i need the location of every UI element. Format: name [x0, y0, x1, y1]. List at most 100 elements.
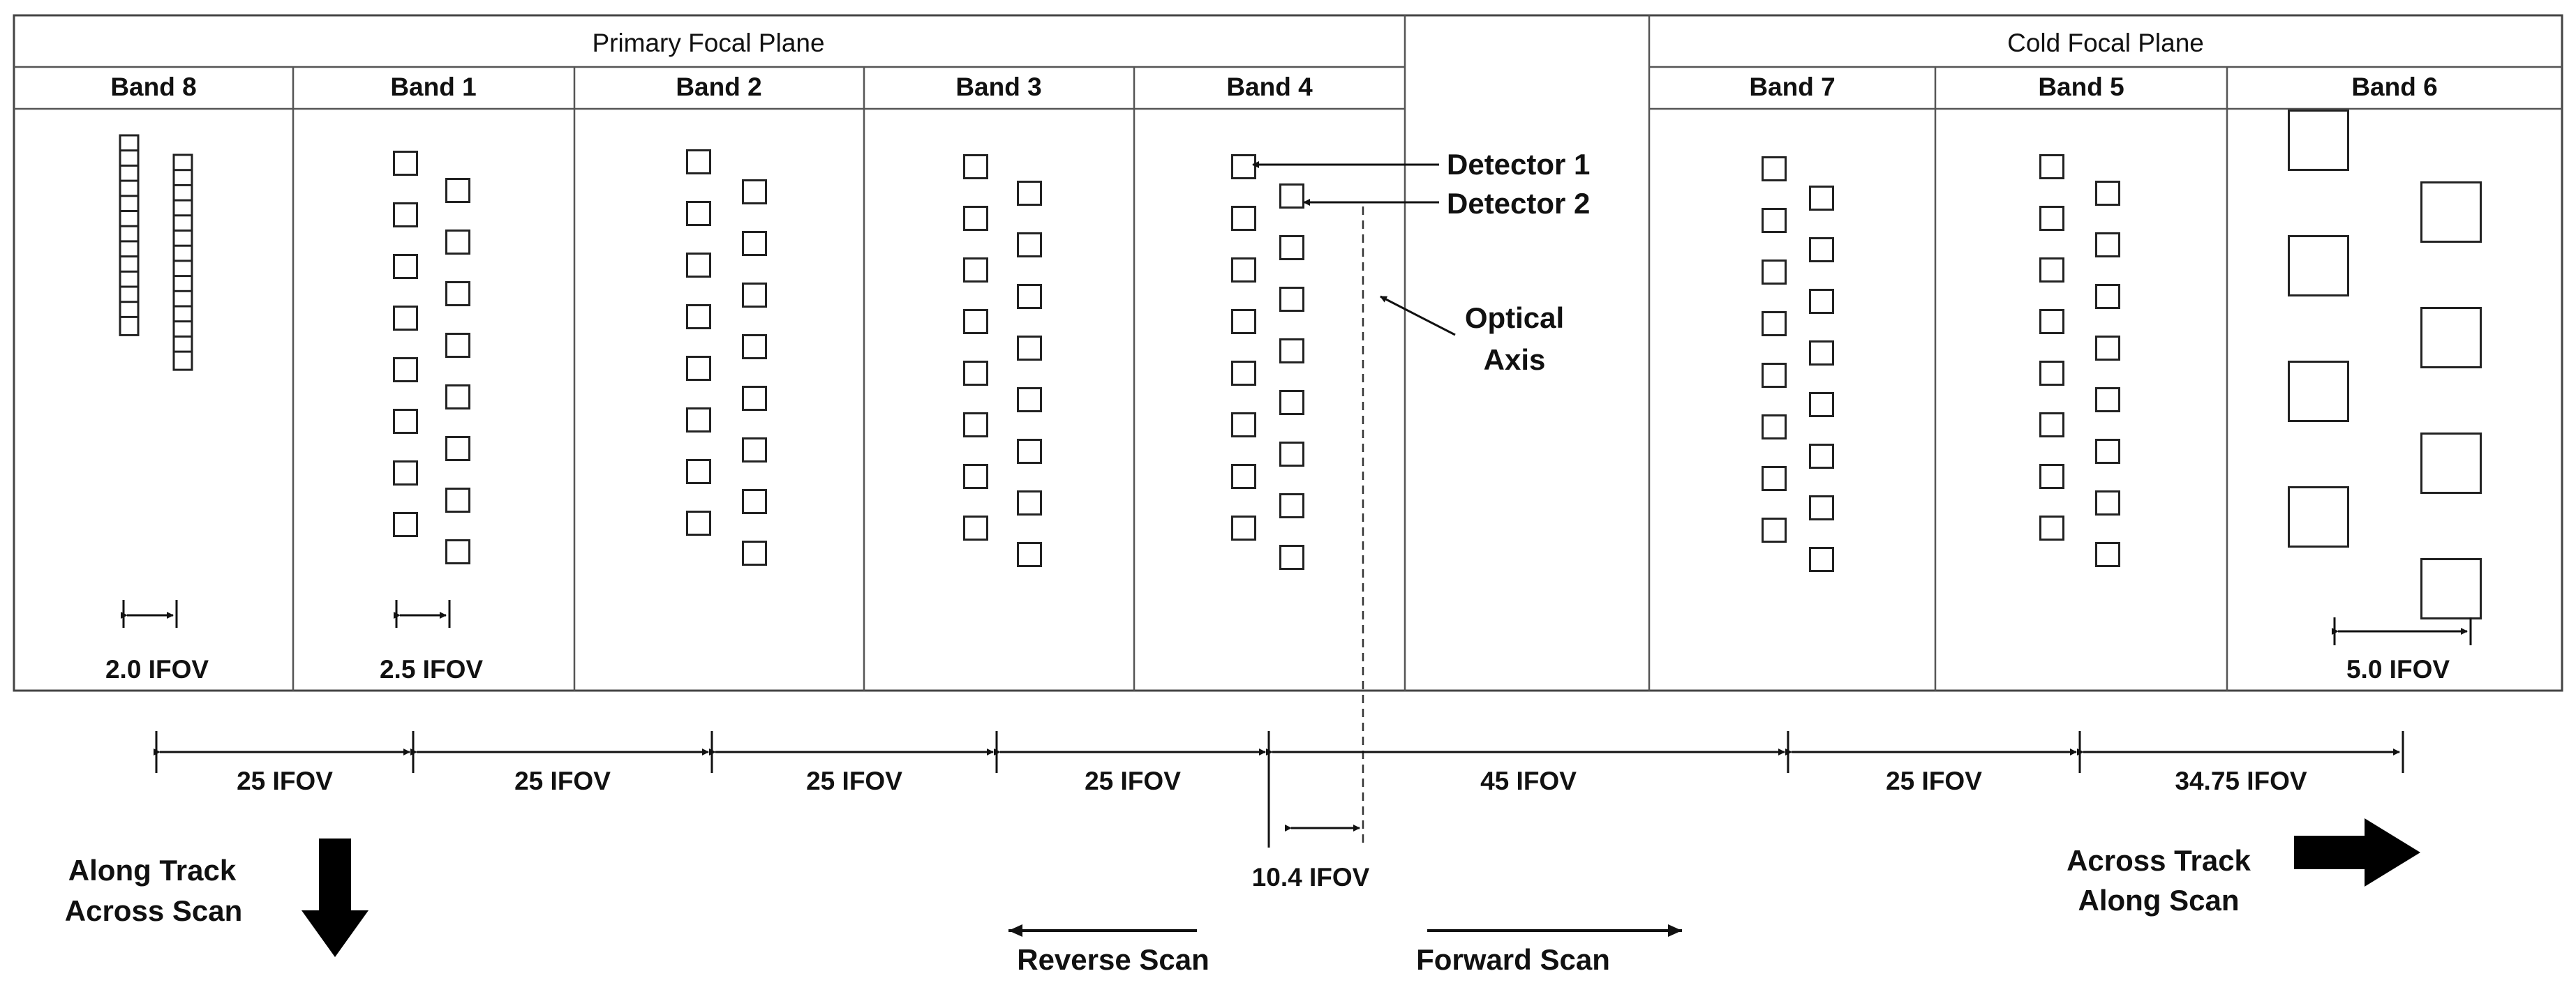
band5-detector-right [2095, 232, 2120, 257]
detector-arrays [119, 110, 2482, 619]
band7-detector-right [1809, 547, 1834, 572]
optical-axis-label-line2: Axis [1484, 343, 1546, 376]
focal-plane-grid [13, 14, 2563, 692]
band7-detector-right [1809, 392, 1834, 417]
band6-spacing-label: 5.0 IFOV [2346, 655, 2450, 684]
band7-detector-right [1809, 237, 1834, 262]
band4-detector-left [1231, 361, 1256, 386]
band7-detector-left [1762, 260, 1787, 285]
across-track-arrow-icon [2294, 818, 2420, 887]
gap-label-1: 25 IFOV [237, 767, 333, 795]
band1-spacing-label: 2.5 IFOV [380, 655, 483, 684]
interband-dimension-ticks [155, 731, 2404, 848]
band2-detector-right [742, 334, 767, 359]
along-scan-label: Along Scan [2078, 884, 2239, 917]
axis-offset-label: 10.4 IFOV [1252, 863, 1370, 892]
band5-detector-left [2039, 412, 2064, 437]
band1-detector-left [393, 512, 418, 537]
gap-label-5: 45 IFOV [1480, 767, 1577, 795]
band7-detector-right [1809, 289, 1834, 314]
band1-spacing-dimension [394, 600, 451, 628]
gap-label-2: 25 IFOV [514, 767, 611, 795]
band1-detector-right [445, 539, 470, 564]
band6-detector-right [2420, 558, 2482, 619]
band2-detector-left [686, 253, 711, 278]
band7-detector-left [1762, 156, 1787, 181]
band-label-5: Band 5 [2038, 73, 2124, 101]
band2-detector-right [742, 283, 767, 308]
band5-detector-left [2039, 154, 2064, 179]
band7-detector-left [1762, 466, 1787, 491]
band4-detector-right [1279, 442, 1304, 467]
band1-detector-left [393, 151, 418, 176]
along-track-arrow-icon [301, 839, 368, 957]
band5-detector-right [2095, 542, 2120, 567]
across-scan-label: Across Scan [65, 894, 242, 927]
band1-detector-left [393, 306, 418, 331]
band8-spacing-label: 2.0 IFOV [105, 655, 209, 684]
band-label-7: Band 7 [1749, 73, 1835, 101]
band3-detector-left [963, 154, 988, 179]
band2-detector-left [686, 407, 711, 433]
band5-detector-left [2039, 361, 2064, 386]
band1-detector-left [393, 254, 418, 279]
band3-detector-right [1017, 387, 1042, 412]
band7-detector-left [1762, 363, 1787, 388]
band6-spacing-dimension [2332, 617, 2472, 645]
band4-detector-left [1231, 154, 1256, 179]
band4-detector-left [1231, 206, 1256, 231]
gap-label-3: 25 IFOV [806, 767, 902, 795]
optical-axis-label-line1: Optical [1465, 301, 1564, 334]
band3-detector-right [1017, 542, 1042, 567]
band5-detector-left [2039, 464, 2064, 489]
band7-detector-left [1762, 311, 1787, 336]
band1-detector-left [393, 357, 418, 382]
band5-detector-right [2095, 284, 2120, 309]
band1-detector-right [445, 333, 470, 358]
band1-detector-right [445, 488, 470, 513]
band1-detector-right [445, 178, 470, 203]
band3-detector-left [963, 361, 988, 386]
band5-detector-right [2095, 181, 2120, 206]
band-label-2: Band 2 [676, 73, 761, 101]
band3-detector-right [1017, 284, 1042, 309]
band3-detector-left [963, 206, 988, 231]
band1-detector-right [445, 384, 470, 409]
band4-detector-right [1279, 390, 1304, 415]
band2-detector-right [742, 386, 767, 411]
band4-detector-left [1231, 516, 1256, 541]
band7-detector-left [1762, 414, 1787, 439]
band6-detector-left [2288, 235, 2349, 296]
band4-detector-left [1231, 309, 1256, 334]
band3-detector-left [963, 464, 988, 489]
along-track-label: Along Track [68, 854, 237, 887]
band4-detector-left [1231, 412, 1256, 437]
band3-detector-right [1017, 490, 1042, 516]
band4-detector-right [1279, 545, 1304, 570]
band7-detector-left [1762, 208, 1787, 233]
band7-detector-right [1809, 444, 1834, 469]
band3-detector-right [1017, 336, 1042, 361]
band7-detector-left [1762, 518, 1787, 543]
band-label-1: Band 1 [390, 73, 476, 101]
primary-focal-plane-title: Primary Focal Plane [592, 29, 824, 57]
band4-detector-right [1279, 493, 1304, 518]
gap-label-4: 25 IFOV [1085, 767, 1181, 795]
detector1-label: Detector 1 [1447, 148, 1590, 181]
band2-detector-right [742, 489, 767, 514]
band3-detector-right [1017, 181, 1042, 206]
band3-detector-right [1017, 439, 1042, 464]
band1-detector-left [393, 409, 418, 434]
band5-detector-right [2095, 490, 2120, 516]
band4-detector-left [1231, 257, 1256, 283]
band4-detector-right [1279, 338, 1304, 363]
band-label-8: Band 8 [110, 73, 196, 101]
band2-detector-left [686, 201, 711, 226]
band5-detector-left [2039, 257, 2064, 283]
band-label-4: Band 4 [1226, 73, 1313, 101]
band1-detector-right [445, 281, 470, 306]
band3-detector-left [963, 257, 988, 283]
band5-detector-left [2039, 206, 2064, 231]
cold-focal-plane-title: Cold Focal Plane [2007, 29, 2204, 57]
